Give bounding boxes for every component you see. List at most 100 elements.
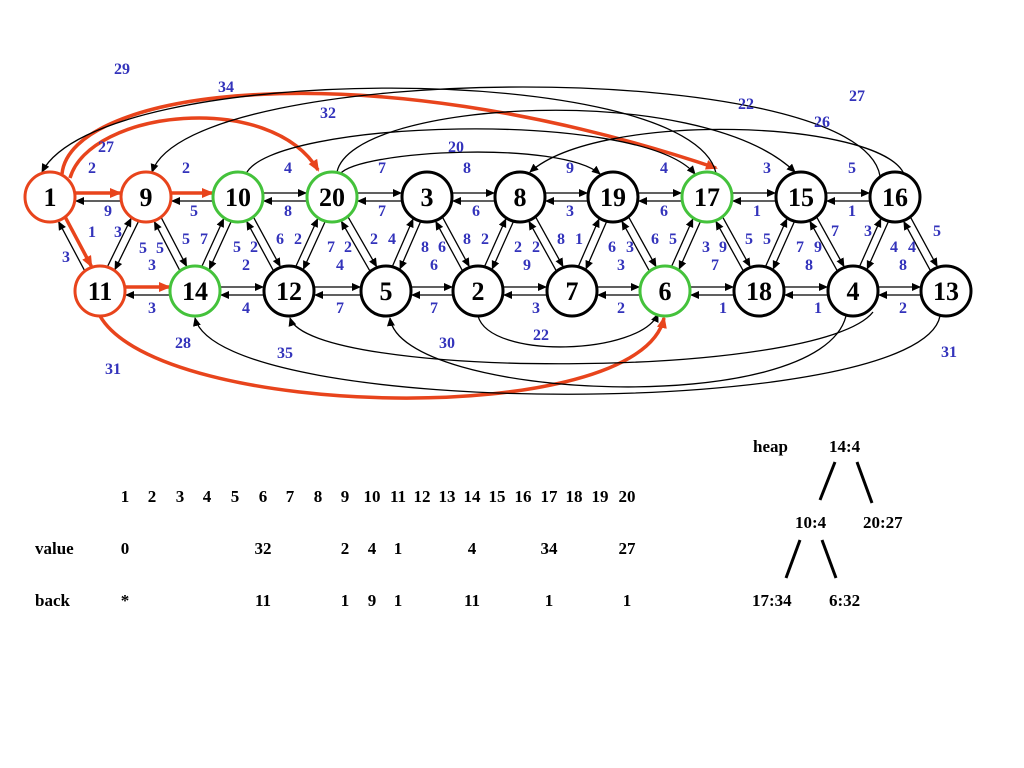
edge-weight-label: 4	[660, 160, 668, 177]
node-6: 6	[638, 264, 692, 318]
edge-weight-label: 7	[430, 300, 438, 317]
node-20: 20	[305, 170, 359, 224]
edge-11-1	[58, 220, 86, 272]
node-13: 13	[919, 264, 973, 318]
edge-weight-label: 6	[608, 239, 616, 256]
heap-tree: heap 14:4 10:4 20:27 17:34 6:32	[752, 437, 903, 610]
node-18: 18	[732, 264, 786, 318]
node-label: 17	[694, 183, 720, 212]
edge-weight-label: 2	[514, 239, 522, 256]
edge-weight-label: 2	[899, 300, 907, 317]
node-8: 8	[493, 170, 547, 224]
table-header-cell: 13	[439, 487, 456, 506]
node-11: 11	[73, 264, 127, 318]
table-header-cell: 14	[464, 487, 482, 506]
edge-weight-label: 3	[148, 257, 156, 274]
edge-17-6	[678, 221, 702, 270]
edge-weight-label: 3	[763, 160, 771, 177]
table-header-cell: 7	[286, 487, 295, 506]
node-label: 20	[319, 183, 345, 212]
edge-18-17	[715, 220, 744, 272]
edge-weight-label: 8	[463, 160, 471, 177]
edge-weight-label: 4	[284, 160, 292, 177]
edge-weight-label: 5	[139, 240, 147, 257]
node-label: 7	[566, 277, 579, 306]
edge-1-11	[63, 216, 93, 268]
table-header-cell: 11	[390, 487, 406, 506]
edge-15-4	[816, 216, 845, 268]
curve-2-6	[477, 313, 659, 348]
edge-weight-label: 26	[814, 114, 830, 131]
table-back-cell: 1	[545, 591, 554, 610]
node-3: 3	[400, 170, 454, 224]
edge-weight-label: 3	[532, 300, 540, 317]
edge-8-2	[491, 221, 515, 270]
edge-5-20	[340, 220, 371, 272]
node-circle	[262, 264, 316, 318]
table-header-cell: 20	[619, 487, 636, 506]
edge-weight-label: 2	[250, 239, 258, 256]
curve-10-17	[245, 128, 696, 175]
node-label: 18	[746, 277, 772, 306]
edge-9-14	[160, 217, 188, 267]
back-row-label: back	[35, 591, 71, 610]
curve-1-17	[60, 91, 718, 175]
edge-weight-label: 2	[242, 257, 250, 274]
table-header-cell: 17	[541, 487, 559, 506]
curve-4-5	[387, 315, 847, 388]
node-14: 14	[168, 264, 222, 318]
curve-20-15	[336, 109, 796, 173]
edge-weight-label: 3	[617, 257, 625, 274]
edge-weight-label: 28	[175, 335, 191, 352]
node-label: 11	[88, 277, 113, 306]
table-back-cell: 11	[255, 591, 271, 610]
edge-weight-label: 9	[523, 257, 531, 274]
table-header-cell: 2	[148, 487, 157, 506]
heap-edge-root-right	[855, 461, 874, 504]
edge-weight-label: 9	[104, 203, 112, 220]
edge-13-16	[903, 220, 932, 272]
edge-weight-label: 2	[88, 160, 96, 177]
node-circle	[680, 170, 734, 224]
edge-weight-label: 27	[849, 88, 865, 105]
heap-left-left: 17:34	[752, 591, 792, 610]
node-7: 7	[545, 264, 599, 318]
node-label: 2	[472, 277, 485, 306]
node-circle	[400, 170, 454, 224]
table-back-cell: 1	[623, 591, 632, 610]
edge-14-10	[201, 218, 225, 267]
edge-5-3	[391, 218, 414, 267]
edge-4-15	[809, 220, 838, 272]
node-circle	[545, 264, 599, 318]
edge-weight-label: 8	[899, 257, 907, 274]
node-16: 16	[868, 170, 922, 224]
node-label: 10	[225, 183, 251, 212]
node-15: 15	[774, 170, 828, 224]
edge-weight-label: 3	[702, 239, 710, 256]
node-circle	[73, 264, 127, 318]
table-back-cell: *	[121, 591, 130, 610]
edge-weight-label: 2	[294, 231, 302, 248]
edge-weight-label: 1	[719, 300, 727, 317]
heap-right: 20:27	[863, 513, 903, 532]
table-back-cell: 9	[368, 591, 377, 610]
edge-weight-label: 5	[848, 160, 856, 177]
edge-weight-label: 5	[745, 231, 753, 248]
edge-weight-label: 3	[566, 203, 574, 220]
node-12: 12	[262, 264, 316, 318]
edge-weight-label: 5	[933, 223, 941, 240]
node-label: 4	[847, 277, 860, 306]
edge-19-7	[585, 221, 608, 270]
table-value-cell: 34	[541, 539, 559, 558]
edge-3-5	[399, 221, 422, 270]
node-circle	[359, 264, 413, 318]
curve-11-6	[98, 315, 667, 400]
node-circle	[305, 170, 359, 224]
edge-weight-label: 7	[711, 257, 719, 274]
